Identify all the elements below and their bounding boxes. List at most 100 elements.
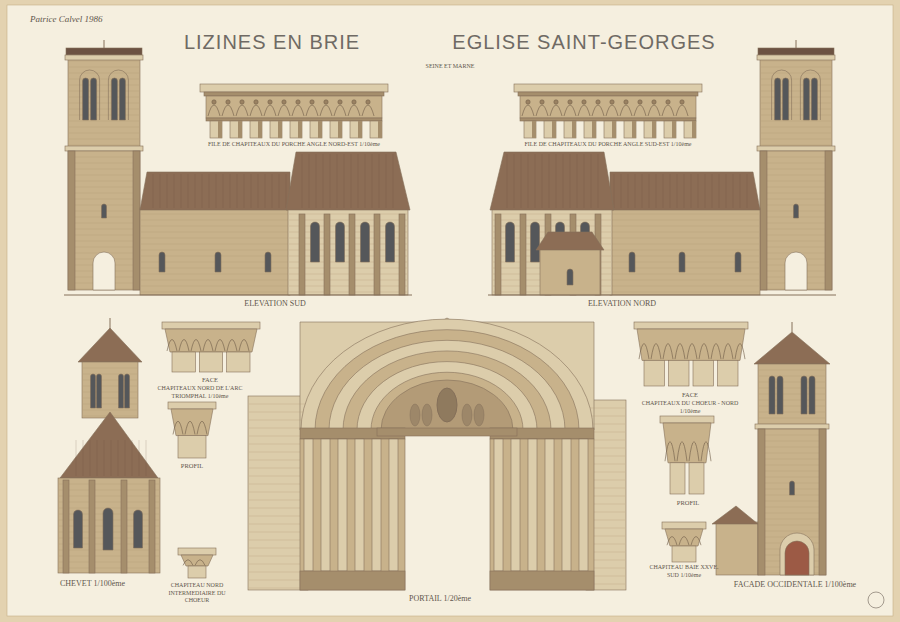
column-shaft [290,121,302,138]
shaft-shadow [572,121,576,138]
figure-caption: CHAPITEAUX DU CHOEUR - NORD 1/10ème [635,400,745,415]
roof-tile-line [563,154,564,208]
sacristy-wall [540,248,600,295]
roof-tile-line [309,154,310,208]
abacus [662,522,706,529]
masonry-course [249,572,307,573]
column-shaft [604,121,616,138]
volute [526,100,530,104]
volute [652,100,656,104]
buttress [89,480,95,573]
roof-tile-line [251,174,252,208]
tower-body [760,151,832,290]
arched-window [735,252,741,272]
masonry-course [761,145,831,146]
volute [666,100,670,104]
column-shaft [672,546,696,562]
astragal [206,118,382,121]
portal [248,318,626,590]
masonry-course [69,157,139,158]
foliage-curl [687,344,697,360]
masonry-course [249,452,307,453]
roof-tile-line [97,440,98,476]
masonry-course [249,564,307,565]
masonry-course [759,501,825,502]
column [321,439,330,571]
arched-window [775,78,781,120]
masonry-course [761,133,831,134]
masonry-course [59,556,159,557]
view-name: PROFIL [677,499,699,507]
arched-window [780,533,814,575]
archivolt [301,319,593,430]
roof-tile-line [535,154,536,208]
buttress [133,151,140,290]
column-shaft [370,121,382,138]
arched-window [119,374,124,408]
abacus [660,416,714,423]
nave-wall [140,208,290,295]
foliage-curl [306,105,318,116]
roof-tile-line [76,440,77,476]
masonry-course [249,460,307,461]
masonry-course [611,280,759,281]
buttress [495,214,501,295]
foliage-curl [185,421,195,434]
masonry-course [493,220,611,221]
figure-caption: ELEVATION SUD [244,299,305,309]
roof-tile-line [90,440,91,476]
foliage-curl [665,442,675,462]
figure-caption: PORTAIL 1/20ème [409,594,471,604]
roof-tile-line [323,154,324,208]
column-shaft [250,121,262,138]
foliage-curl [689,442,699,462]
foliage-curl [208,105,220,116]
masonry-course [69,181,139,182]
masonry-course [611,232,759,233]
column-shaft [670,463,685,494]
column-shaft [669,360,690,386]
roof-tile-line [330,154,331,208]
roof-tile-line [719,174,720,208]
roof-tile-line [188,174,189,208]
arched-window [386,222,395,262]
archivolt [357,362,537,430]
foliage-curl [167,340,177,352]
foliage-curl [564,105,576,116]
masonry-course [69,229,139,230]
volute [226,100,230,104]
capital-bell [663,423,711,463]
masonry-course [59,490,159,491]
roof-tile-line [83,440,84,476]
arched-window [811,78,817,120]
belfry-stage [82,362,138,418]
masonry-course [611,274,759,275]
buttress [149,480,155,573]
roof-tile-line [747,174,748,208]
masonry-course [759,459,825,460]
masonry-course [759,531,825,532]
roof-tile-line [656,174,657,208]
roof-tile-line [684,174,685,208]
figure-caption: FILE DE CHAPITEAUX DU PORCHE ANGLE NORD-… [208,141,380,149]
foliage-curl [215,340,225,352]
masonry-course [141,274,289,275]
volute [310,100,314,104]
foliage-curl [711,344,721,360]
shaft-shadow [552,121,556,138]
masonry-course [69,241,139,242]
arched-window [111,78,117,120]
roof-tile-line [111,440,112,476]
volute [324,100,328,104]
column-shaft [350,121,362,138]
masonry-course [249,468,307,469]
blind-arcade [772,70,792,120]
masonry-course [761,199,831,200]
buttress [819,429,826,575]
shaft-shadow [218,121,222,138]
masonry-course [59,568,159,569]
masonry-course [759,453,825,454]
buttress [349,214,355,295]
roof-tile-line [125,440,126,476]
roof-tile-line [279,174,280,208]
